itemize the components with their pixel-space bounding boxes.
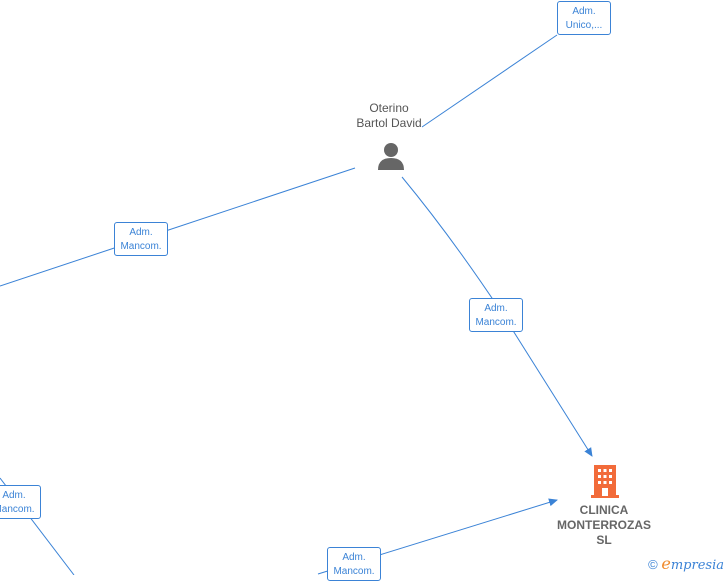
building-icon[interactable] — [589, 463, 621, 499]
role-label-line1: Adm. — [342, 552, 366, 563]
company-name-line1: CLINICA — [579, 503, 629, 517]
role-label-line2: Unico,... — [565, 20, 603, 31]
role-label-line1: Adm. — [572, 6, 596, 17]
brand-watermark: © empresia — [648, 554, 724, 573]
role-label-adm-unico[interactable]: Adm. Unico,... — [557, 1, 611, 35]
role-label-adm-mancom-company[interactable]: Adm. Mancom. — [469, 298, 523, 332]
edge-person-to-left — [0, 167, 356, 287]
role-label-line1: Adm. — [129, 227, 153, 238]
person-icon[interactable] — [376, 141, 406, 171]
role-label-adm-mancom-left[interactable]: Adm. Mancom. — [114, 222, 168, 256]
company-name-line2: MONTERROZAS — [557, 518, 651, 532]
role-label-line2: Mancom. — [333, 566, 375, 577]
role-label-line2: Mancom. — [120, 241, 162, 252]
company-name[interactable]: CLINICA MONTERROZAS SL — [534, 503, 674, 548]
edge-person-to-unico — [421, 34, 558, 128]
person-name[interactable]: Oterino Bartol David — [329, 101, 449, 131]
person-name-line2: Bartol David — [356, 116, 422, 130]
role-label-adm-mancom-bottom[interactable]: Adm. Mancom. — [327, 547, 381, 581]
role-label-adm-mancom-bottom-left[interactable]: Adm. Mancom. — [0, 485, 41, 519]
role-label-line2: Mancom. — [475, 317, 517, 328]
person-name-line1: Oterino — [369, 101, 409, 115]
company-name-line3: SL — [596, 533, 612, 547]
brand-name: mpresia — [670, 558, 724, 573]
role-label-line2: Mancom. — [0, 504, 35, 515]
brand-initial: e — [661, 554, 671, 573]
role-label-line1: Adm. — [2, 490, 26, 501]
copyright-icon: © — [648, 557, 658, 572]
role-label-line1: Adm. — [484, 303, 508, 314]
